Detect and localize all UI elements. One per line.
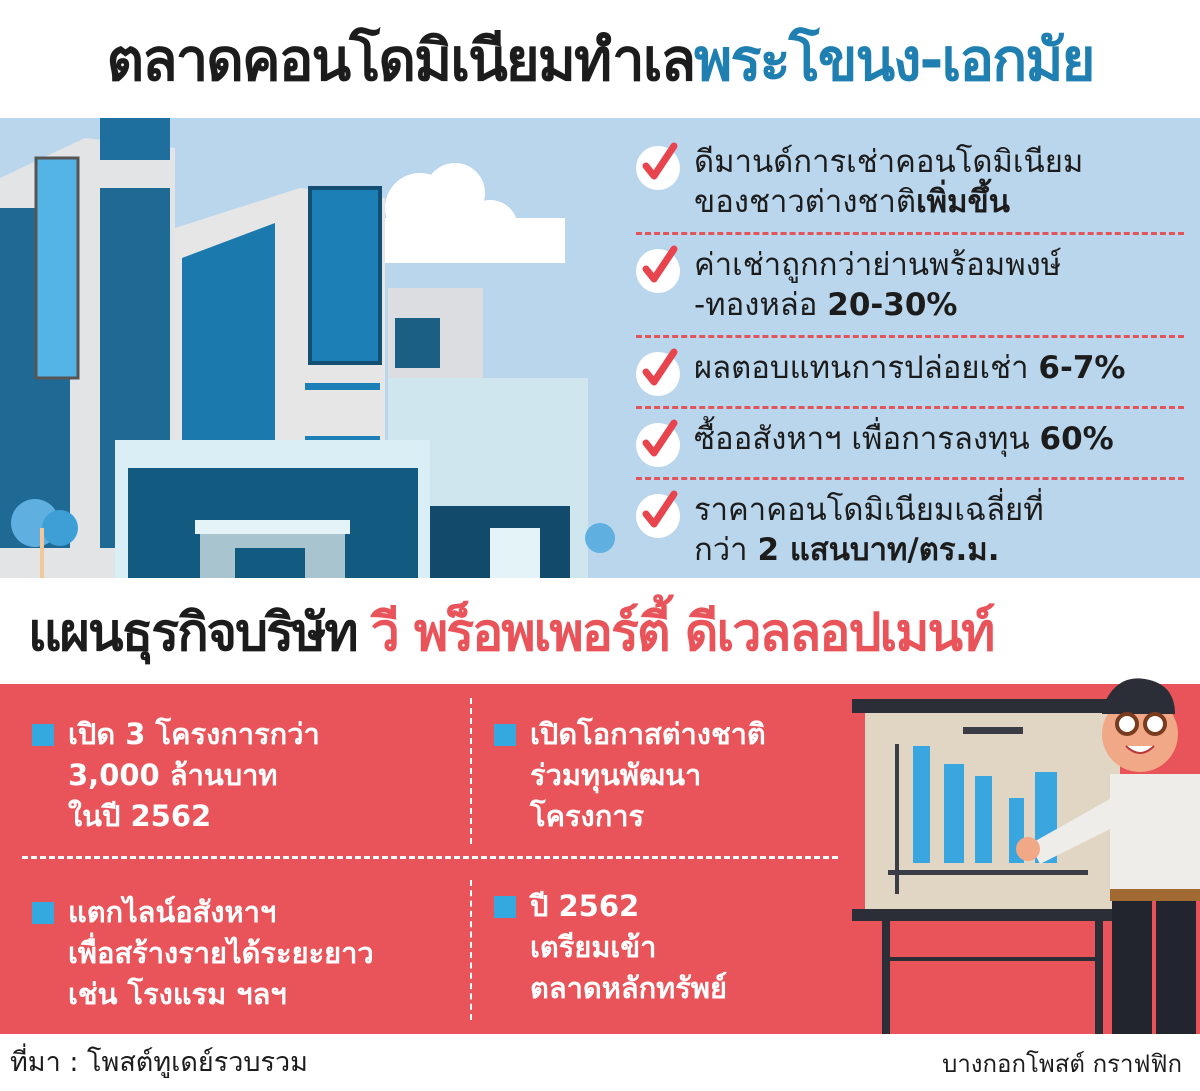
company-name: วี พร็อพเพอร์ตี้ ดีเวลลอปเมนท์ [370,602,996,663]
bullet-text: ดีมานด์การเช่าคอนโดมิเนียมของชาวต่างชาติ… [694,144,1084,220]
square-bullet-icon [494,896,516,918]
list-item: ดีมานด์การเช่าคอนโดมิเนียมของชาวต่างชาติ… [636,132,1184,232]
buildings-illustration [0,118,615,578]
market-points-list: ดีมานด์การเช่าคอนโดมิเนียมของชาวต่างชาติ… [636,132,1184,580]
market-panel: ดีมานด์การเช่าคอนโดมิเนียมของชาวต่างชาติ… [0,118,1200,578]
list-item: ราคาคอนโดมิเนียมเฉลี่ยที่กว่า 2 แสนบาท/ต… [636,477,1184,580]
plan-item-text: ปี 2562 เตรียมเข้า ตลาดหลักทรัพย์ [530,889,727,1005]
square-bullet-icon [494,724,516,746]
list-item: ค่าเช่าถูกกว่าย่านพร้อมพงษ์-ทองหล่อ 20-3… [636,232,1184,335]
header: ตลาดคอนโดมิเนียมทำเลพระโขนง-เอกมัย [0,0,1200,118]
square-bullet-icon [32,902,54,924]
plan-item: แตกไลน์อสังหาฯ เพื่อสร้างรายได้ระยะยาว เ… [32,892,374,1015]
bullet-text: ซื้ออสังหาฯ เพื่อการลงทุน 60% [694,421,1114,457]
source-note: ที่มา : โพสต์ทูเดย์รวบรวม [10,1047,308,1078]
plan-item: เปิด 3 โครงการกว่า 3,000 ล้านบาท ในปี 25… [32,714,320,837]
title-accent: พระโขนง-เอกมัย [694,25,1095,94]
plan-item: ปี 2562 เตรียมเข้า ตลาดหลักทรัพย์ [494,886,727,1009]
check-icon [636,419,680,467]
plan-item: เปิดโอกาสต่างชาติ ร่วมทุนพัฒนา โครงการ [494,714,766,837]
business-plan-header: แผนธุรกิจบริษัทวี พร็อพเพอร์ตี้ ดีเวลลอป… [0,578,1200,684]
divider [22,856,838,859]
check-icon [636,142,680,190]
divider [470,880,472,1020]
list-item: ซื้ออสังหาฯ เพื่อการลงทุน 60% [636,406,1184,477]
bullet-text: ผลตอบแทนการปล่อยเช่า 6-7% [694,350,1126,386]
business-plan-title: แผนธุรกิจบริษัทวี พร็อพเพอร์ตี้ ดีเวลลอป… [28,590,996,673]
plan-item-text: เปิด 3 โครงการกว่า 3,000 ล้านบาท ในปี 25… [68,717,320,833]
business-plan-panel: เปิด 3 โครงการกว่า 3,000 ล้านบาท ในปี 25… [0,678,1200,1034]
bullet-text: ค่าเช่าถูกกว่าย่านพร้อมพงษ์-ทองหล่อ 20-3… [694,247,1062,323]
square-bullet-icon [32,724,54,746]
business-plan-title-main: แผนธุรกิจบริษัท [28,602,359,663]
check-icon [636,348,680,396]
divider [470,698,472,844]
presenter-illustration [840,674,1200,1034]
plan-item-text: เปิดโอกาสต่างชาติ ร่วมทุนพัฒนา โครงการ [530,717,766,833]
plan-item-text: แตกไลน์อสังหาฯ เพื่อสร้างรายได้ระยะยาว เ… [68,895,374,1011]
graphic-credit: บางกอกโพสต์ กราฟฟิก [942,1050,1182,1078]
bullet-text: ราคาคอนโดมิเนียมเฉลี่ยที่กว่า 2 แสนบาท/ต… [694,492,1044,568]
check-icon [636,245,680,293]
title-main: ตลาดคอนโดมิเนียมทำเล [106,25,696,94]
list-item: ผลตอบแทนการปล่อยเช่า 6-7% [636,335,1184,406]
check-icon [636,490,680,538]
page-title: ตลาดคอนโดมิเนียมทำเลพระโขนง-เอกมัย [106,13,1095,106]
